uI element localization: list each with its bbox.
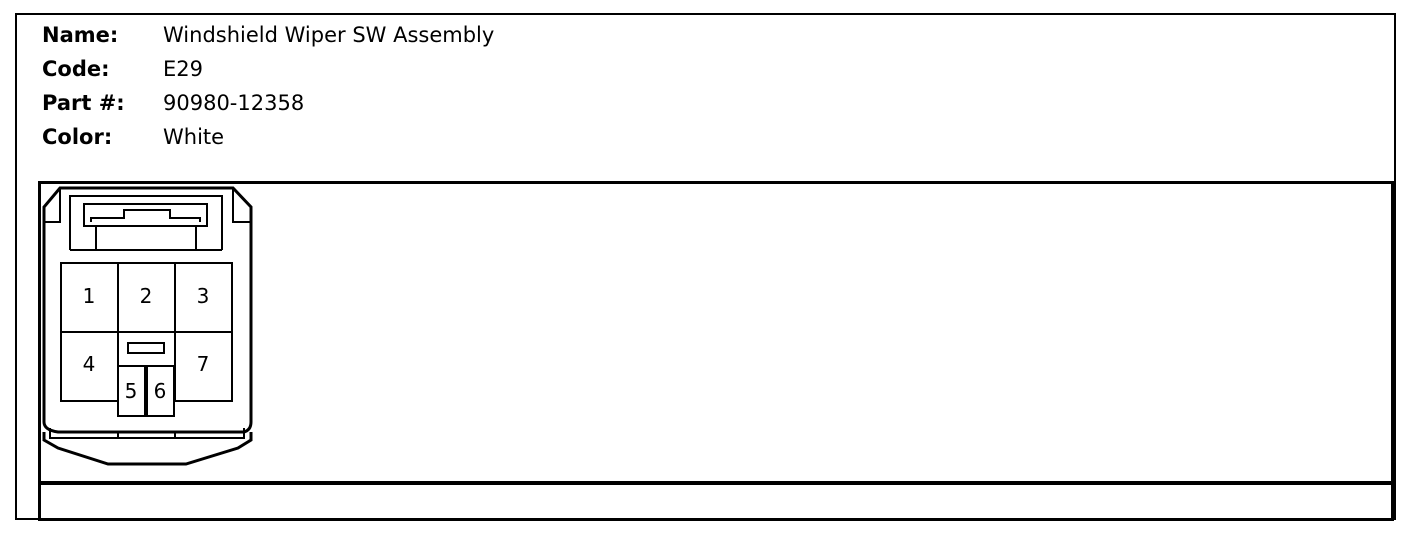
latch-tab <box>90 209 201 222</box>
pin-cavity-5 <box>117 365 146 417</box>
color-value: White <box>163 125 225 149</box>
part-label: Part #: <box>42 91 125 115</box>
latch-left-bracket <box>44 188 61 223</box>
color-label: Color: <box>42 125 113 149</box>
pin-label-1: 1 <box>83 284 96 308</box>
latch-inner <box>83 203 208 227</box>
pin-label-7: 7 <box>197 352 210 376</box>
code-label: Code: <box>42 57 110 81</box>
pin-label-2: 2 <box>140 284 153 308</box>
pin-label-4: 4 <box>83 352 96 376</box>
pin-label-6: 6 <box>154 379 167 403</box>
connector-diagram-panel <box>38 181 1394 485</box>
pin-label-3: 3 <box>197 284 210 308</box>
name-value: Windshield Wiper SW Assembly <box>163 23 495 47</box>
bottom-skirt <box>42 432 253 466</box>
connector-footer-strip <box>38 484 1394 521</box>
name-label: Name: <box>42 23 119 47</box>
bottom-rail <box>49 428 245 439</box>
latch-outline <box>69 195 223 250</box>
part-value: 90980-12358 <box>163 91 305 115</box>
pin-cavity-6 <box>146 365 175 417</box>
pin-label-5: 5 <box>125 379 138 403</box>
latch-right-bracket <box>232 188 251 223</box>
center-key <box>127 342 165 354</box>
code-value: E29 <box>163 57 203 81</box>
